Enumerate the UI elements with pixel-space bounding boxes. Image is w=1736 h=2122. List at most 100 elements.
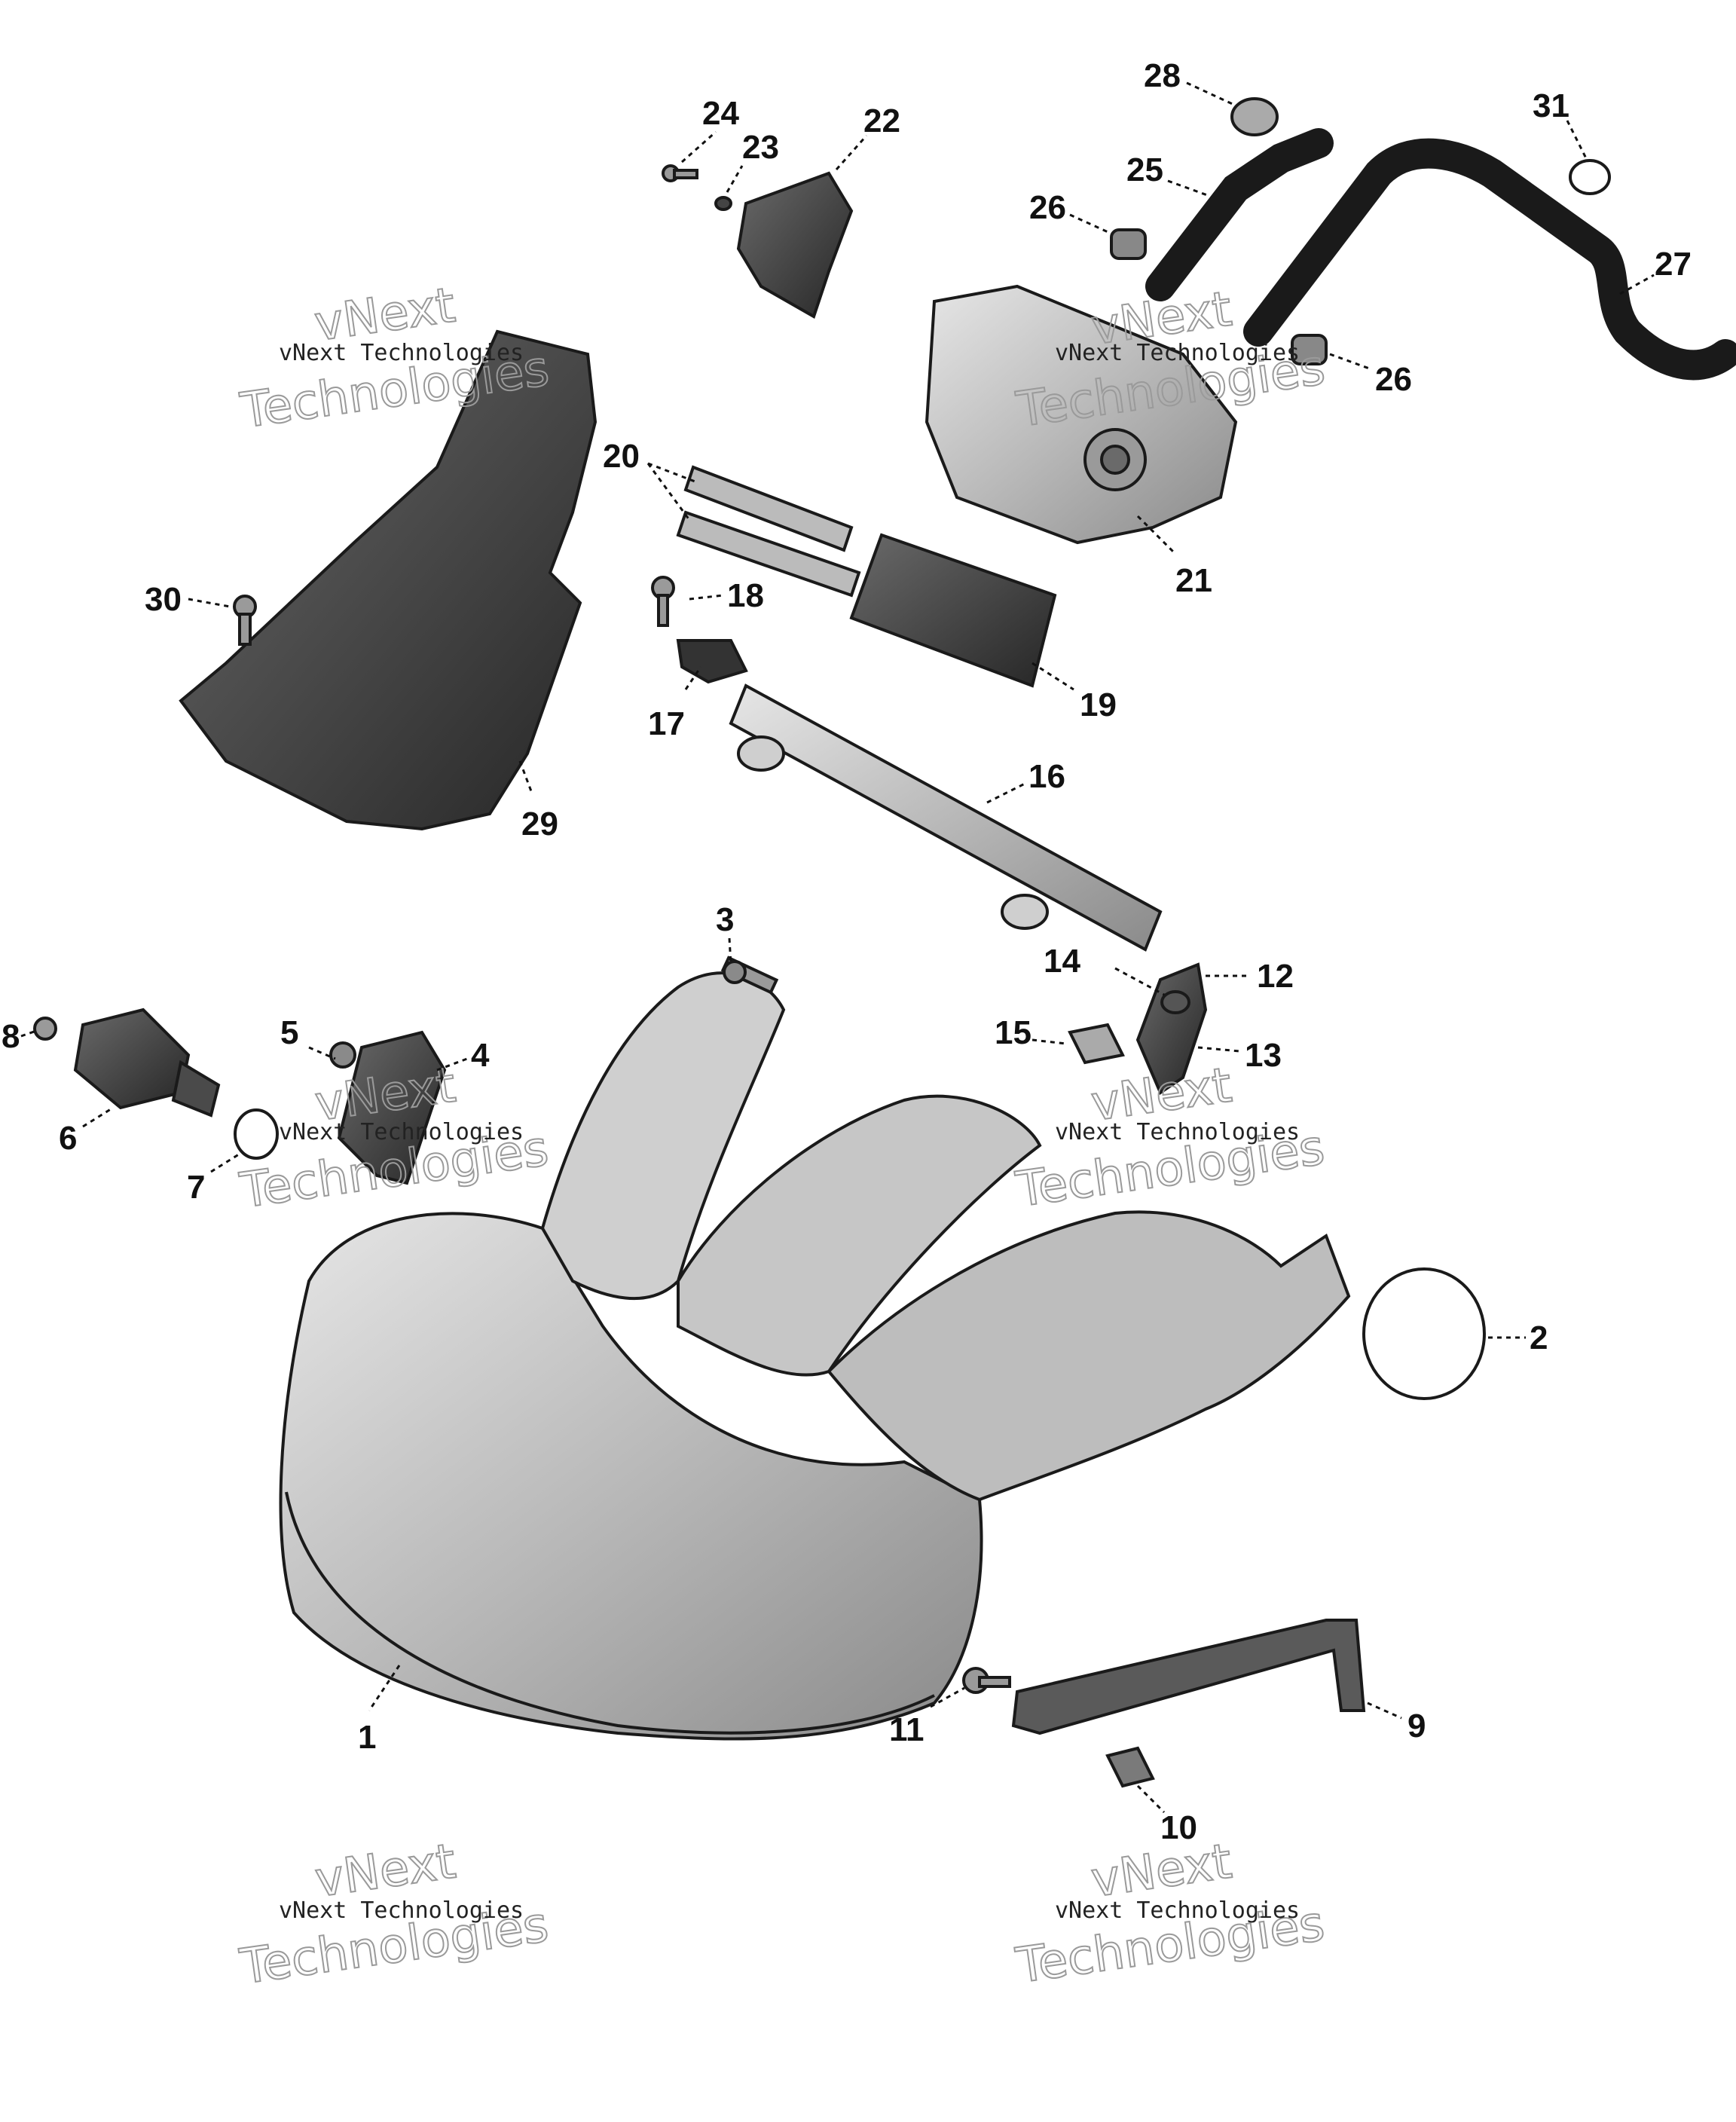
hose-clamp-part — [676, 465, 861, 598]
sensor-screw-part — [329, 1041, 356, 1069]
intake-manifold-part — [279, 971, 1351, 1741]
mounting-plate-part — [179, 329, 598, 831]
callout-20-group: 20 — [603, 438, 698, 521]
callout-9-group: 9 — [1367, 1702, 1426, 1744]
callout-16: 16 — [1028, 758, 1065, 795]
throttle-sensor-part — [736, 171, 854, 319]
callout-10: 10 — [1160, 1809, 1197, 1846]
hose-clamp-ring-part — [1230, 97, 1279, 136]
injector-clip-part — [1068, 1023, 1125, 1065]
callout-5: 5 — [280, 1014, 298, 1051]
plate-bolt-part — [233, 595, 257, 646]
breather-hose-part — [1145, 128, 1334, 301]
callout-13: 13 — [1245, 1037, 1282, 1074]
callout-21-group: 21 — [1136, 515, 1212, 599]
callout-8-group: 8 — [2, 1018, 37, 1055]
callout-30-group: 30 — [145, 581, 231, 618]
bracket-part — [1011, 1619, 1366, 1735]
callout-14: 14 — [1044, 943, 1080, 980]
callout-15: 15 — [995, 1014, 1032, 1051]
rail-clip-part — [676, 639, 748, 684]
callout-23-group: 23 — [726, 129, 779, 193]
callout-26a-group: 26 — [1029, 189, 1112, 235]
callout-7: 7 — [187, 1169, 205, 1206]
valve-screw-part — [33, 1017, 57, 1041]
rail-bolt-part — [651, 576, 675, 627]
o-ring-part — [1362, 1267, 1486, 1400]
callout-7-group: 7 — [187, 1151, 242, 1206]
callout-20: 20 — [603, 438, 640, 475]
bracket-bolt-part — [962, 1667, 1011, 1694]
callout-12-group: 12 — [1206, 958, 1294, 995]
watermark-text-top-left: vNext Technologies — [279, 340, 524, 366]
watermark-middle-right: vNext Technologies vNext Technologies — [1012, 1056, 1328, 1218]
watermark-text-bottom-left: vNext Technologies — [279, 1897, 524, 1924]
callout-2-group: 2 — [1488, 1319, 1548, 1356]
callout-17-group: 17 — [648, 666, 702, 742]
callout-21: 21 — [1175, 562, 1212, 599]
callout-16-group: 16 — [986, 758, 1065, 804]
callout-14-group: 14 — [1044, 943, 1165, 996]
fuel-rail-part — [729, 683, 1163, 952]
callout-18: 18 — [727, 577, 764, 614]
callout-23: 23 — [742, 129, 779, 166]
callout-26a: 26 — [1029, 189, 1066, 226]
small-clamp-part-a — [1110, 228, 1147, 260]
watermark-text-middle-left: vNext Technologies — [279, 1119, 524, 1145]
callout-1-group: 1 — [358, 1665, 401, 1756]
sensor-o-ring-part — [714, 196, 732, 211]
watermark-bottom-right: vNext Technologies vNext Technologies — [1012, 1833, 1328, 1995]
watermark-text-top-right: vNext Technologies — [1055, 340, 1300, 366]
callout-1: 1 — [358, 1719, 376, 1756]
small-o-ring-part — [234, 1108, 279, 1160]
callout-31: 31 — [1533, 87, 1569, 124]
coupling-sleeve-part — [849, 533, 1057, 688]
callout-17: 17 — [648, 705, 685, 742]
map-sensor-part — [337, 1030, 447, 1185]
callout-29: 29 — [521, 806, 558, 842]
callout-22-group: 22 — [835, 102, 900, 170]
callout-18-group: 18 — [689, 577, 764, 614]
callout-26b: 26 — [1375, 361, 1412, 398]
screw-part — [720, 956, 779, 995]
callout-28-group: 28 — [1144, 57, 1236, 107]
callout-6-group: 6 — [59, 1106, 114, 1157]
callout-8: 8 — [2, 1018, 20, 1055]
callout-2: 2 — [1530, 1319, 1548, 1356]
callout-15-group: 15 — [995, 1014, 1067, 1051]
watermark-text-bottom-right: vNext Technologies — [1055, 1897, 1300, 1924]
callout-27-group: 27 — [1619, 246, 1692, 295]
callout-11-group: 11 — [889, 1686, 965, 1748]
watermark-bottom-left: vNext Technologies vNext Technologies — [236, 1833, 552, 1996]
callout-30: 30 — [145, 581, 182, 618]
callout-19: 19 — [1080, 686, 1117, 723]
callout-9: 9 — [1407, 1708, 1426, 1744]
idle-valve-part — [73, 1007, 221, 1118]
callout-24: 24 — [702, 95, 739, 132]
callout-10-group: 10 — [1136, 1784, 1197, 1846]
throttle-body-part — [925, 284, 1238, 545]
vent-hose-part — [1243, 138, 1736, 381]
callout-26b-group: 26 — [1329, 353, 1412, 398]
vent-clamp-ring-part — [1569, 159, 1611, 195]
callout-6: 6 — [59, 1120, 77, 1157]
callout-28: 28 — [1144, 57, 1181, 94]
callout-19-group: 19 — [1032, 662, 1117, 723]
callout-13-group: 13 — [1197, 1037, 1282, 1074]
callout-24-group: 24 — [681, 95, 739, 164]
watermark-middle-left: vNext Technologies vNext Technologies — [236, 1056, 552, 1220]
clip-nut-part — [1105, 1746, 1155, 1788]
callout-3-group: 3 — [716, 901, 734, 965]
callout-5-group: 5 — [280, 1014, 336, 1060]
callout-25: 25 — [1126, 151, 1163, 188]
callout-4: 4 — [471, 1037, 490, 1074]
callout-3: 3 — [716, 901, 734, 938]
callout-11: 11 — [889, 1711, 925, 1748]
callout-25-group: 25 — [1126, 151, 1210, 197]
watermark-text-middle-right: vNext Technologies — [1055, 1119, 1300, 1145]
callout-12: 12 — [1257, 958, 1294, 995]
callout-31-group: 31 — [1533, 87, 1588, 159]
small-clamp-part-b — [1291, 334, 1328, 365]
sensor-bolt-part — [662, 164, 698, 182]
